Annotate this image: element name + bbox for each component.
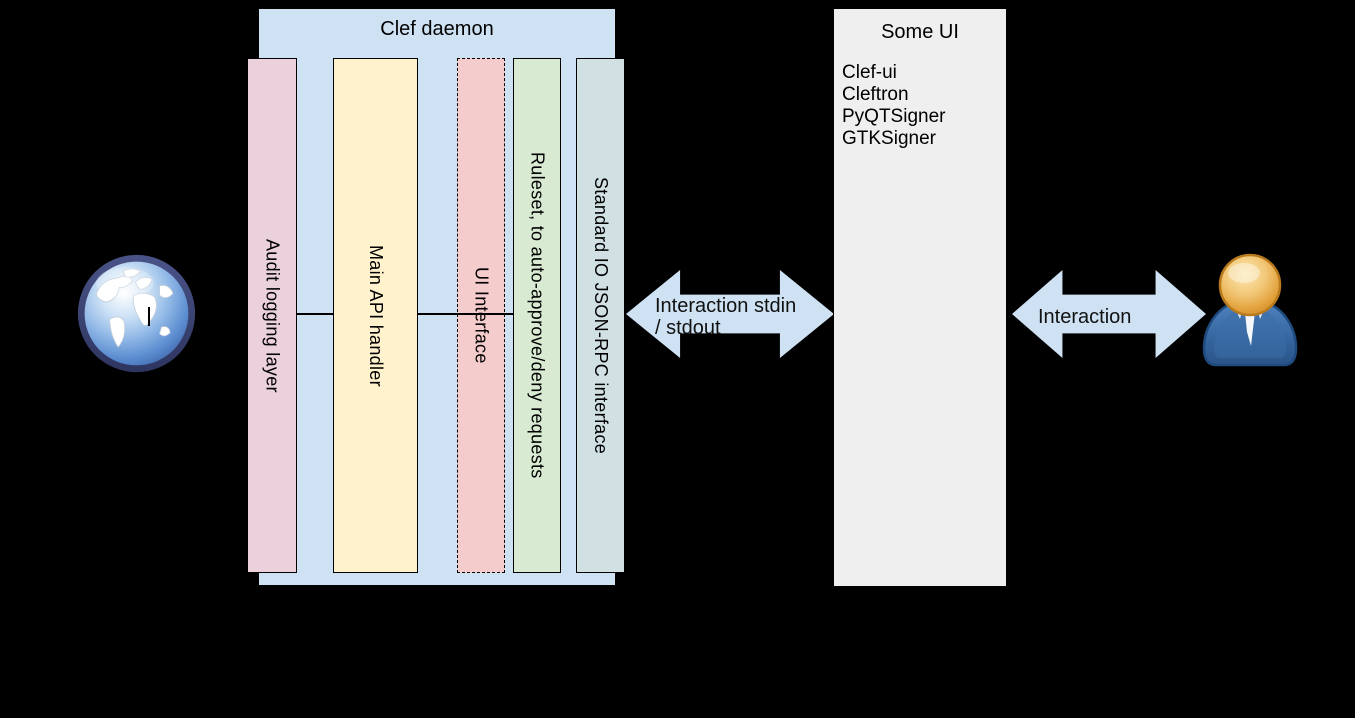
some-ui-title: Some UI [881,21,959,43]
bar-audit-logging-label: Audit logging layer [262,238,283,393]
globe-icon [75,252,198,375]
bar-main-api-handler: Main API handler [333,58,418,573]
connector-api-to-ruleset [418,313,513,315]
bar-main-api-label: Main API handler [366,244,386,387]
bar-audit-logging-layer: Audit logging layer [247,58,297,573]
some-ui-item-gtksigner: GTKSigner [842,128,936,149]
bar-ruleset-label: Ruleset, to auto-approve/deny requests [527,152,548,479]
bar-standard-io-label: Standard IO JSON-RPC interface [591,176,611,455]
bar-ui-interface: UI Interface [457,58,505,573]
bar-ruleset: Ruleset, to auto-approve/deny requests [513,58,561,573]
some-ui-item-clef-ui: Clef-ui [842,62,897,83]
stdio-arrow-label-line2: / stdout [655,317,721,339]
bar-standard-io-jsonrpc: Standard IO JSON-RPC interface [576,58,625,573]
stdio-arrow-label-line1: Interaction stdin [655,295,797,317]
some-ui-list: Clef-ui Cleftron PyQTSigner GTKSigner [842,62,945,150]
globe-connector-tick [148,307,150,326]
connector-audit-to-api [297,313,333,315]
stdio-interaction-arrow-label: Interaction stdin / stdout [655,295,796,339]
some-ui-item-pyqtsigner: PyQTSigner [842,106,946,127]
user-icon-svg [1202,253,1298,367]
some-ui-box [833,8,1007,587]
clef-daemon-title: Clef daemon [380,18,494,40]
user-interaction-arrow-label: Interaction [1038,306,1132,328]
some-ui-item-cleftron: Cleftron [842,84,909,105]
bar-ui-interface-label: UI Interface [471,267,492,364]
user-icon [1200,252,1300,368]
clef-daemon-box [258,8,616,586]
globe-icon-svg [77,254,196,373]
